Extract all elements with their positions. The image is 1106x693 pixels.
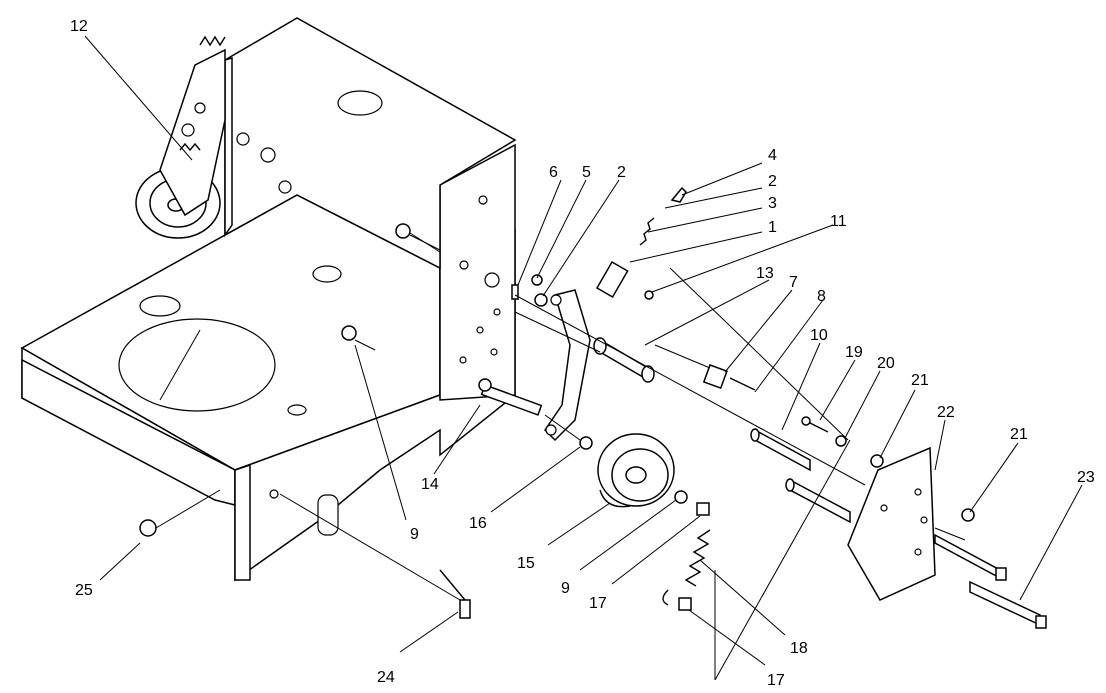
callout-6: 6 bbox=[549, 164, 558, 181]
callout-17-lower: 17 bbox=[767, 672, 785, 689]
callout-23: 23 bbox=[1077, 469, 1095, 486]
part-10-rod-upper bbox=[750, 428, 811, 472]
part-14-pivot-shaft bbox=[478, 378, 543, 416]
callout-20: 20 bbox=[877, 355, 895, 372]
frame-base-plate bbox=[20, 194, 441, 506]
part-19-bolt bbox=[801, 416, 829, 433]
part-21-long-bolt bbox=[934, 533, 1007, 581]
part-2-nut bbox=[534, 293, 548, 307]
callout-21-upper: 21 bbox=[911, 372, 929, 389]
part-25-nut bbox=[139, 489, 221, 537]
callout-2-left: 2 bbox=[617, 164, 626, 181]
idler-arm-bracket bbox=[544, 289, 591, 442]
part-17-spacer-upper bbox=[696, 502, 710, 516]
callout-24: 24 bbox=[377, 669, 395, 686]
part-18-extension-spring bbox=[662, 529, 711, 606]
callout-17-upper: 17 bbox=[589, 595, 607, 612]
part-21-nut-upper bbox=[870, 454, 884, 468]
part-15-pulley bbox=[597, 433, 675, 508]
callout-5: 5 bbox=[582, 164, 591, 181]
callout-19: 19 bbox=[845, 344, 863, 361]
part-5-washer bbox=[531, 274, 543, 286]
callout-11: 11 bbox=[830, 213, 847, 230]
part-16-washer bbox=[579, 436, 593, 450]
frame-back-wall bbox=[224, 17, 517, 270]
callout-13: 13 bbox=[756, 265, 774, 282]
part-8-pin bbox=[729, 377, 756, 391]
part-9-nut-pulley bbox=[674, 490, 688, 504]
assembly-centerlines bbox=[279, 232, 966, 681]
callout-leaders bbox=[84, 35, 1083, 666]
callout-9-pulley: 9 bbox=[561, 580, 570, 597]
callout-22: 22 bbox=[937, 404, 955, 421]
part-17-spacer-lower bbox=[678, 597, 692, 611]
callout-16: 16 bbox=[469, 515, 487, 532]
callout-12: 12 bbox=[70, 18, 88, 35]
part-3-spring bbox=[639, 217, 655, 246]
part-11-bolt bbox=[644, 290, 654, 300]
frame-side-wall bbox=[234, 143, 516, 582]
part-7-bushing bbox=[702, 364, 728, 390]
part-21-nut-lower bbox=[961, 508, 975, 522]
callout-3: 3 bbox=[768, 195, 777, 212]
callout-4: 4 bbox=[768, 147, 777, 164]
part-10-rod-lower bbox=[785, 478, 851, 524]
callout-21-lower: 21 bbox=[1010, 426, 1028, 443]
callout-2-right: 2 bbox=[768, 173, 777, 190]
part-6-pin bbox=[511, 284, 519, 300]
part-9-nut-bottom bbox=[341, 325, 376, 351]
callout-8: 8 bbox=[817, 288, 826, 305]
callout-25: 25 bbox=[75, 582, 93, 599]
part-23-carriage-bolt bbox=[969, 580, 1047, 629]
callout-9-frame: 9 bbox=[410, 526, 419, 543]
part-22-mounting-plate bbox=[847, 446, 936, 601]
callout-1: 1 bbox=[768, 219, 777, 236]
callout-7: 7 bbox=[789, 274, 798, 291]
part-12-idler-assembly bbox=[135, 35, 226, 239]
callout-18: 18 bbox=[790, 640, 808, 657]
part-24-bolt bbox=[439, 569, 471, 619]
callout-10: 10 bbox=[810, 327, 828, 344]
callout-15: 15 bbox=[517, 555, 535, 572]
part-20-nut bbox=[835, 435, 847, 447]
part-4-wing-knob bbox=[670, 186, 687, 203]
part-9-nut-top bbox=[395, 223, 441, 251]
callout-14: 14 bbox=[421, 476, 439, 493]
part-1-latch-block bbox=[595, 260, 629, 299]
